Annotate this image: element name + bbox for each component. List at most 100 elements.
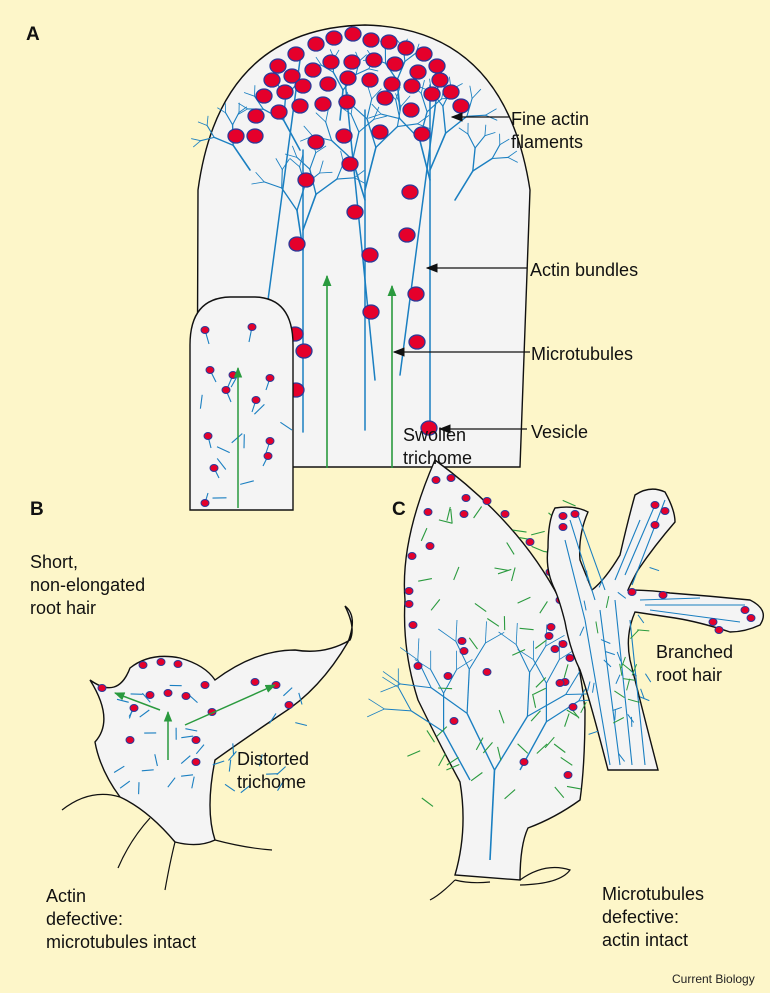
actin-fragment bbox=[650, 568, 660, 571]
label-mt-defective-line3: actin intact bbox=[602, 929, 688, 951]
vesicle bbox=[363, 33, 379, 47]
microtubule-fragment bbox=[407, 751, 420, 757]
panel-label-a: A bbox=[26, 24, 40, 46]
microtubule-fragment bbox=[439, 754, 446, 766]
vesicle bbox=[204, 432, 212, 439]
label-microtubules: Microtubules bbox=[531, 343, 633, 365]
vesicle bbox=[398, 41, 414, 55]
distorted-trichome-cell bbox=[90, 606, 352, 845]
label-branched-line1: Branched bbox=[656, 641, 733, 663]
vesicle bbox=[248, 109, 264, 123]
label-mt-defective-line2: defective: bbox=[602, 906, 679, 928]
vesicle bbox=[414, 662, 422, 669]
vesicle bbox=[377, 91, 393, 105]
vesicle bbox=[336, 129, 352, 143]
label-swollen-line2: trichome bbox=[403, 447, 472, 469]
microtubule-fragment bbox=[422, 798, 433, 806]
vesicle bbox=[661, 507, 669, 514]
vesicle bbox=[323, 55, 339, 69]
vesicle bbox=[569, 703, 577, 710]
vesicle bbox=[545, 632, 553, 639]
vesicle bbox=[182, 692, 190, 699]
actin-filament bbox=[369, 699, 385, 709]
actin-fragment bbox=[229, 751, 237, 760]
vesicle bbox=[256, 89, 272, 103]
vesicle bbox=[450, 717, 458, 724]
vesicle bbox=[362, 248, 378, 262]
vesicle bbox=[651, 521, 659, 528]
vesicle bbox=[559, 640, 567, 647]
microtubule-fragment bbox=[563, 500, 576, 506]
actin-fragment bbox=[229, 760, 230, 772]
vesicle bbox=[206, 366, 214, 373]
fine-actin-filament bbox=[192, 139, 201, 141]
vesicle bbox=[126, 736, 134, 743]
vesicle bbox=[409, 335, 425, 349]
microtubule-fragment bbox=[438, 688, 452, 689]
vesicle bbox=[405, 600, 413, 607]
vesicle bbox=[432, 73, 448, 87]
vesicle bbox=[447, 474, 455, 481]
vesicle bbox=[462, 494, 470, 501]
vesicle bbox=[715, 626, 723, 633]
vesicle bbox=[409, 621, 417, 628]
vesicle bbox=[271, 105, 287, 119]
microtubule-fragment bbox=[532, 546, 545, 551]
vesicle bbox=[298, 173, 314, 187]
label-actin-defective-line2: defective: bbox=[46, 908, 123, 930]
vesicle bbox=[363, 305, 379, 319]
panel-label-b: B bbox=[30, 499, 44, 521]
label-fine-actin-line2: filaments bbox=[511, 131, 583, 153]
vesicle bbox=[559, 523, 567, 530]
actin-fragment bbox=[295, 723, 307, 726]
vesicle bbox=[264, 73, 280, 87]
vesicle bbox=[381, 35, 397, 49]
vesicle bbox=[289, 237, 305, 251]
vesicle bbox=[266, 374, 274, 381]
vesicle bbox=[408, 552, 416, 559]
vesicle bbox=[192, 758, 200, 765]
vesicle bbox=[556, 679, 564, 686]
vesicle bbox=[285, 701, 293, 708]
panel-label-c: C bbox=[392, 499, 406, 521]
vesicle bbox=[251, 678, 259, 685]
vesicle bbox=[564, 771, 572, 778]
label-actin-defective-line3: microtubules intact bbox=[46, 931, 196, 953]
vesicle bbox=[315, 97, 331, 111]
vesicle bbox=[372, 125, 388, 139]
vesicle bbox=[424, 87, 440, 101]
vesicle bbox=[252, 396, 260, 403]
actin-filament bbox=[367, 709, 384, 717]
vesicle bbox=[414, 127, 430, 141]
label-actin-defective-line1: Actin bbox=[46, 885, 86, 907]
actin-fragment bbox=[641, 689, 644, 698]
vesicle bbox=[326, 31, 342, 45]
vesicle bbox=[424, 508, 432, 515]
vesicle bbox=[270, 59, 286, 73]
actin-fragment bbox=[615, 710, 616, 720]
vesicle bbox=[460, 510, 468, 517]
vesicle bbox=[404, 79, 420, 93]
vesicle bbox=[432, 476, 440, 483]
vesicle bbox=[247, 129, 263, 143]
vesicle bbox=[339, 95, 355, 109]
vesicle bbox=[566, 654, 574, 661]
vesicle bbox=[146, 691, 154, 698]
vesicle bbox=[98, 684, 106, 691]
vesicle bbox=[709, 618, 717, 625]
vesicle bbox=[520, 758, 528, 765]
vesicle bbox=[296, 344, 312, 358]
actin-fragment bbox=[225, 784, 235, 791]
vesicle bbox=[458, 637, 466, 644]
vesicle bbox=[559, 512, 567, 519]
vesicle bbox=[164, 689, 172, 696]
label-actin-bundles: Actin bundles bbox=[530, 259, 638, 281]
fine-actin-filament bbox=[282, 170, 283, 189]
vesicle bbox=[139, 661, 147, 668]
label-branched-line2: root hair bbox=[656, 664, 722, 686]
vesicle bbox=[264, 452, 272, 459]
vesicle bbox=[483, 668, 491, 675]
vesicle bbox=[210, 464, 218, 471]
vesicle bbox=[228, 129, 244, 143]
